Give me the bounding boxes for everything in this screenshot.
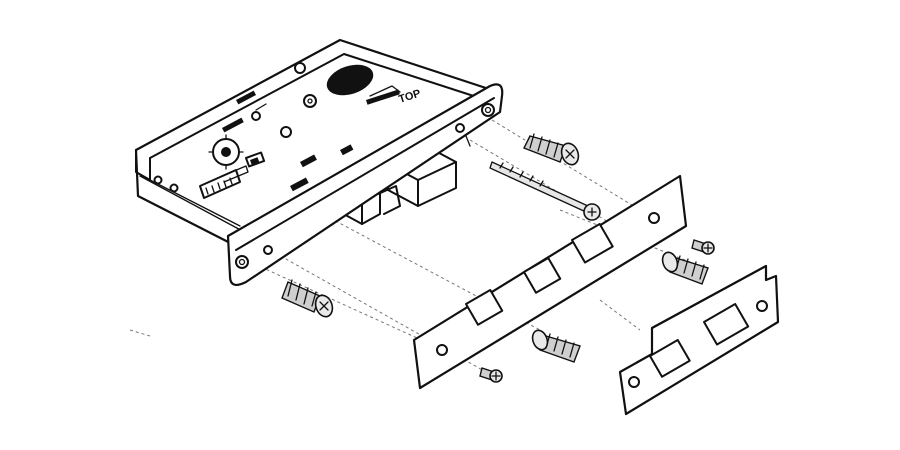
- strike-plate-opening-1: [464, 289, 504, 326]
- strike-screw-middle: [531, 329, 581, 363]
- strike-plate-opening-2: [523, 257, 562, 294]
- small-screw-upper: [691, 239, 715, 255]
- tumbler-strip: [199, 165, 249, 199]
- strike-box-opening-2: [703, 303, 750, 346]
- mortise-lock-case: TOP: [134, 38, 504, 287]
- cylinder-hole: [326, 64, 374, 96]
- strike-plate: [412, 174, 688, 390]
- lower-faceplate-screw: [281, 279, 334, 318]
- strike-box-plate: [618, 264, 780, 416]
- upper-faceplate-screw: [523, 133, 580, 166]
- small-screw-lower: [479, 367, 503, 383]
- case-faceplate: [226, 83, 504, 287]
- through-bolt: [489, 161, 601, 221]
- strike-screw-right: [661, 251, 709, 285]
- strike-box-opening-1: [648, 339, 691, 378]
- strike-plate-opening-3: [571, 223, 614, 264]
